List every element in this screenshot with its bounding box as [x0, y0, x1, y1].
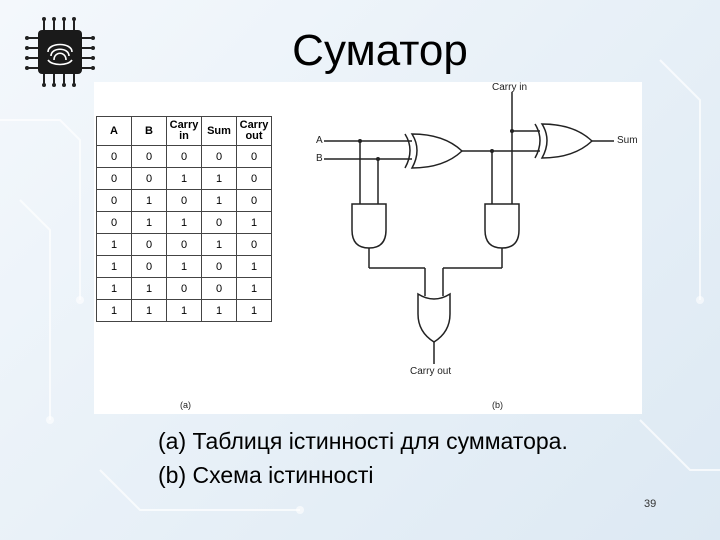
- truth-table-header-row: A B Carry in Sum Carry out: [96, 116, 272, 146]
- table-row: 1 1 0 0 1: [96, 277, 272, 300]
- table-cell: 0: [131, 167, 167, 190]
- table-cell: 1: [236, 299, 272, 322]
- adder-figure: A B Carry in Sum Carry out 0 0 0 0 0 0 0…: [94, 82, 642, 414]
- slide-title: Суматор: [292, 26, 468, 75]
- table-cell: 1: [236, 211, 272, 234]
- table-cell: 0: [236, 189, 272, 212]
- table-cell: 0: [166, 277, 202, 300]
- table-cell: 1: [166, 167, 202, 190]
- table-row: 0 1 1 0 1: [96, 211, 272, 234]
- table-cell: 1: [201, 167, 237, 190]
- table-cell: 1: [131, 277, 167, 300]
- column-header-a: A: [96, 116, 132, 146]
- table-cell: 1: [201, 233, 237, 256]
- caption-line-1: (a) Таблиця істинності для сумматора.: [158, 428, 568, 454]
- truth-table: A B Carry in Sum Carry out 0 0 0 0 0 0 0…: [96, 116, 272, 322]
- column-header-carry-out: Carry out: [236, 116, 272, 146]
- table-row: 0 0 0 0 0: [96, 145, 272, 168]
- caption-line-2: (b) Схема істинності: [158, 462, 374, 488]
- and-gate-1: [351, 203, 387, 249]
- table-row: 1 0 0 1 0: [96, 233, 272, 256]
- table-cell: 1: [201, 189, 237, 212]
- table-cell: 1: [166, 299, 202, 322]
- table-cell: 0: [96, 189, 132, 212]
- table-cell: 1: [96, 299, 132, 322]
- table-cell: 0: [236, 145, 272, 168]
- chip-logo: [25, 17, 95, 87]
- table-cell: 0: [166, 233, 202, 256]
- table-cell: 0: [96, 211, 132, 234]
- table-cell: 1: [236, 255, 272, 278]
- table-cell: 0: [96, 167, 132, 190]
- column-header-carry-in: Carry in: [166, 116, 202, 146]
- circuit-sublabel: (b): [492, 400, 503, 410]
- truth-table-sublabel: (a): [180, 400, 191, 410]
- table-cell: 0: [131, 233, 167, 256]
- column-header-b: B: [131, 116, 167, 146]
- or-gate: [417, 292, 451, 343]
- xor-gate-1: [410, 133, 464, 169]
- table-cell: 1: [131, 211, 167, 234]
- table-row: 1 1 1 1 1: [96, 299, 272, 322]
- table-cell: 0: [201, 255, 237, 278]
- sum-label: Sum: [617, 135, 638, 146]
- table-row: 0 1 0 1 0: [96, 189, 272, 212]
- table-cell: 0: [201, 277, 237, 300]
- table-cell: 1: [166, 255, 202, 278]
- table-cell: 1: [96, 255, 132, 278]
- table-cell: 0: [201, 211, 237, 234]
- figure-caption: (a) Таблиця істинності для сумматора. (b…: [158, 424, 568, 492]
- table-cell: 1: [131, 299, 167, 322]
- table-cell: 0: [236, 233, 272, 256]
- input-a-label: A: [316, 135, 323, 146]
- table-row: 1 0 1 0 1: [96, 255, 272, 278]
- table-cell: 1: [166, 211, 202, 234]
- table-cell: 0: [166, 145, 202, 168]
- carry-out-label: Carry out: [410, 366, 452, 377]
- xor-gate-2: [540, 123, 594, 159]
- table-cell: 1: [96, 277, 132, 300]
- table-cell: 0: [236, 167, 272, 190]
- carry-in-label: Carry in: [492, 82, 528, 93]
- table-cell: 0: [131, 145, 167, 168]
- column-header-sum: Sum: [201, 116, 237, 146]
- table-cell: 1: [96, 233, 132, 256]
- input-b-label: B: [316, 153, 323, 164]
- table-cell: 0: [201, 145, 237, 168]
- table-cell: 1: [201, 299, 237, 322]
- table-row: 0 0 1 1 0: [96, 167, 272, 190]
- and-gate-2: [484, 203, 520, 249]
- table-cell: 0: [96, 145, 132, 168]
- table-cell: 1: [236, 277, 272, 300]
- page-number: 39: [644, 498, 657, 510]
- adder-circuit: [324, 92, 614, 364]
- table-cell: 1: [131, 189, 167, 212]
- table-cell: 0: [131, 255, 167, 278]
- table-cell: 0: [166, 189, 202, 212]
